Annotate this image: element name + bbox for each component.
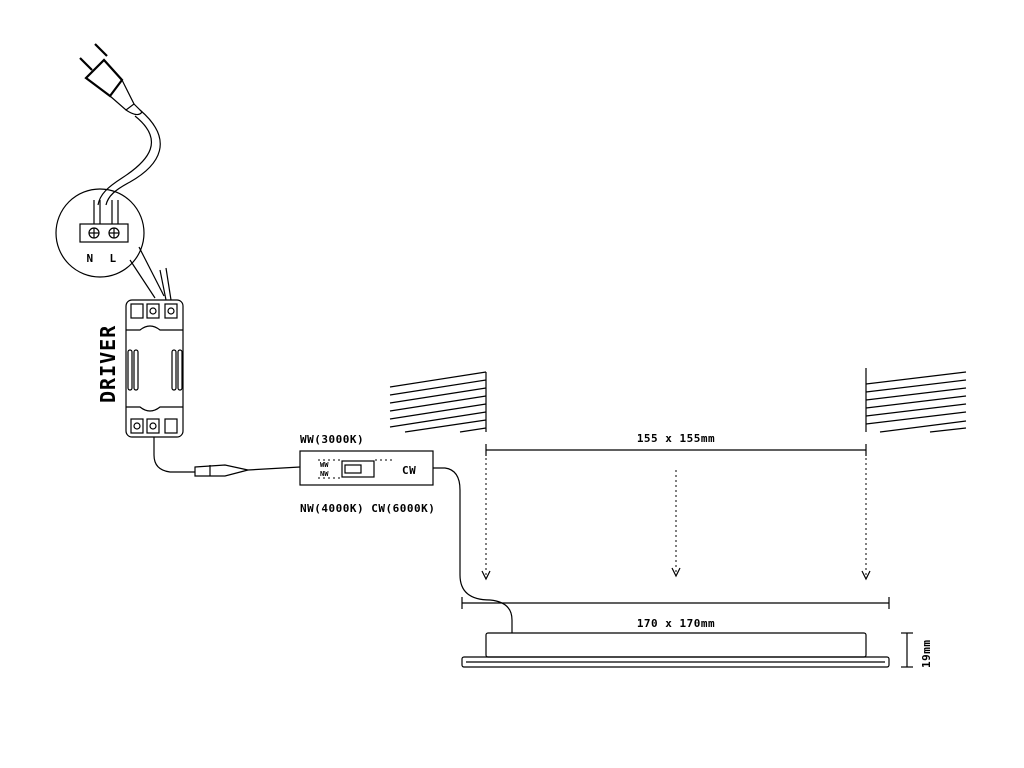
panel-dimension [461,597,890,609]
height-dimension-label: 19mm [920,640,933,669]
insert-arrows [481,458,871,581]
screw-icon [88,227,100,239]
terminal-n-label: N [86,252,93,265]
terminal-block: N L [55,188,172,301]
cutout-dimension [485,444,867,456]
plug-icon [79,43,143,116]
ceiling-right [865,368,967,433]
switch-nw-label: NW [320,470,329,478]
height-dimension [901,632,913,668]
vent-slots [127,349,183,391]
panel-dimension-label: 170 x 170mm [637,617,715,630]
driver-label: DRIVER [96,325,120,403]
connector [194,464,249,477]
screw-icon [108,227,120,239]
switch-cw-label: CW [402,464,416,477]
power-cable [97,109,161,206]
cutout-dimension-label: 155 x 155mm [637,432,715,445]
led-panel [461,632,890,668]
connector-cable [247,466,301,471]
driver-box [125,299,184,438]
ceiling-left [389,371,487,433]
switch-top-label: WW(3000K) [300,433,364,446]
switch-ww-label: WW [320,461,329,469]
terminal-l-label: L [109,252,116,265]
panel-cable [433,467,513,633]
switch-bottom-label: NW(4000K) CW(6000K) [300,502,435,515]
driver-output-cable [153,437,195,473]
